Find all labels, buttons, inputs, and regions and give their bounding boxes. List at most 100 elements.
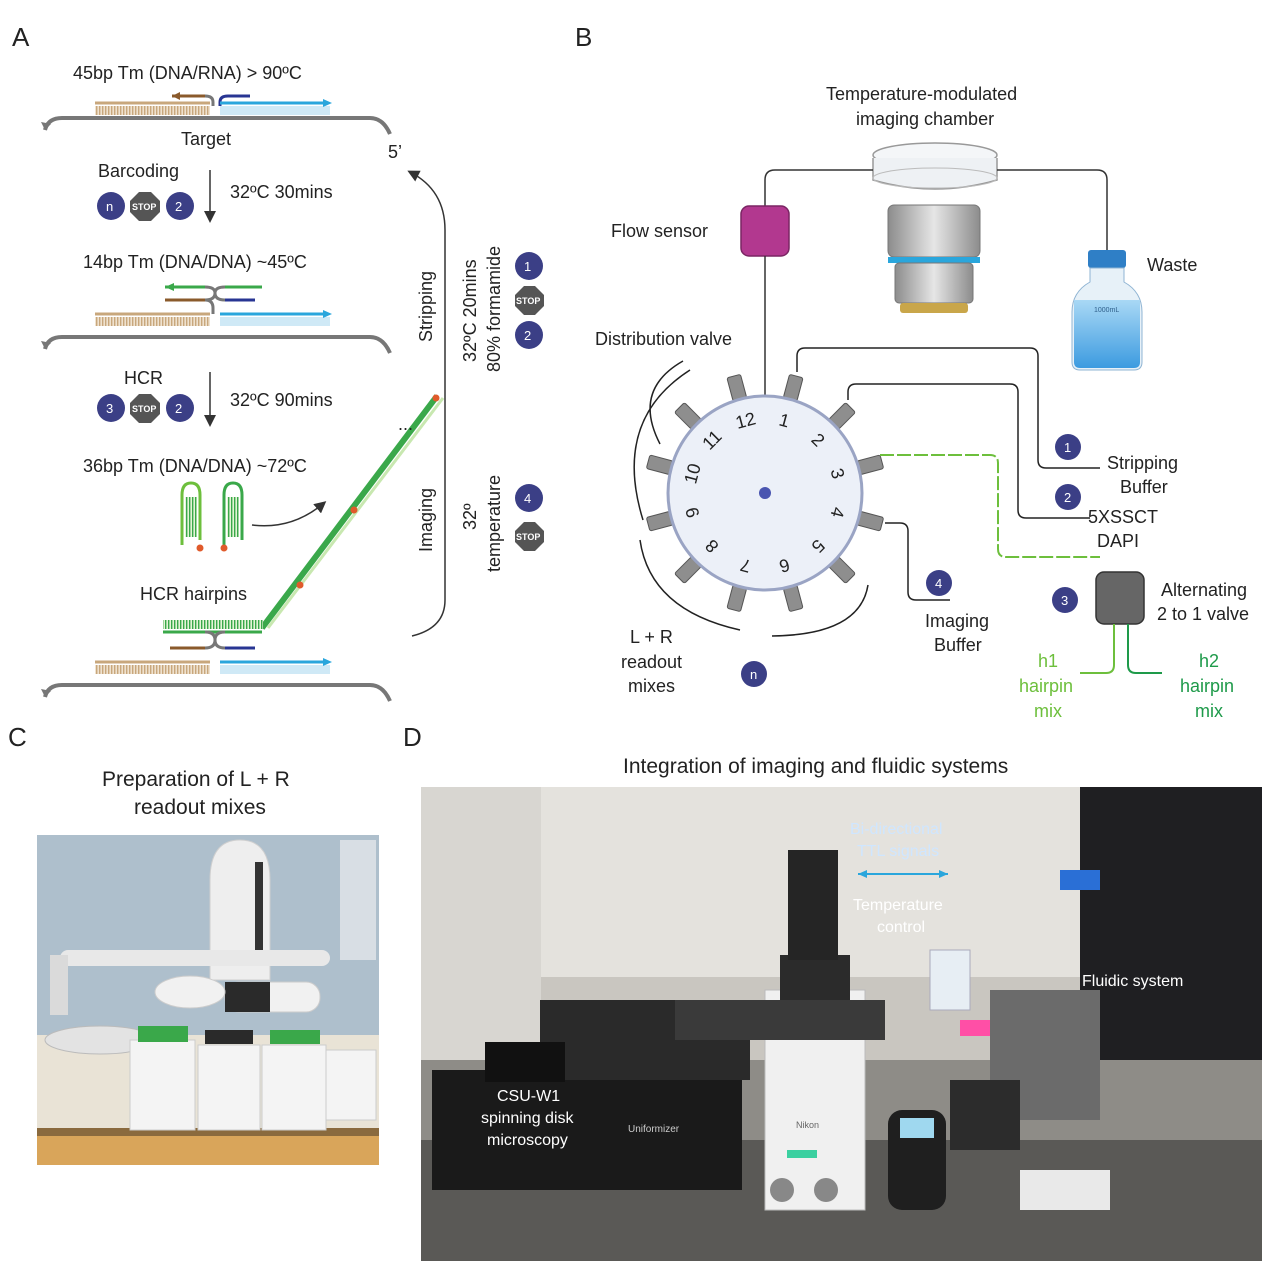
step1-condition: 32ºC 30mins <box>230 182 333 202</box>
stripping-buffer-label-2: Buffer <box>1120 477 1168 497</box>
h2-label-3: mix <box>1195 701 1223 721</box>
panel-c-title-1: Preparation of L + R <box>102 768 290 791</box>
panel-c: C Preparation of L + R readout mixes <box>8 722 379 1165</box>
barcoding-badges: n STOP 2 <box>97 192 194 221</box>
h2-label-2: hairpin <box>1180 676 1234 696</box>
temperature-label-1: Temperature <box>853 897 943 914</box>
fluidic-system-label: Fluidic system <box>1082 973 1183 990</box>
tube-chamber-waste <box>997 169 1108 250</box>
hcr-badges: 3 STOP 2 <box>97 394 194 423</box>
badge-3: 3 <box>106 401 113 416</box>
badge-2: 2 <box>524 328 531 343</box>
imaging-condition-1: 32º <box>460 503 480 530</box>
badge-4: 4 <box>524 491 531 506</box>
target-strand-3 <box>41 620 392 702</box>
lr-label-1: L + R <box>630 627 673 647</box>
badge-1: 1 <box>1064 440 1071 455</box>
h1-label-2: hairpin <box>1019 676 1073 696</box>
badge-n: n <box>106 199 113 214</box>
alternating-valve-icon <box>1095 571 1145 625</box>
stop-icon <box>515 522 544 551</box>
five-prime-label: 5’ <box>388 142 402 162</box>
imaging-buffer-label-1: Imaging <box>925 611 989 631</box>
badge-3: 3 <box>1061 593 1068 608</box>
tube-h1 <box>1080 624 1115 674</box>
ttl-label-2: TTL signals <box>857 843 939 860</box>
stop-icon <box>130 192 160 221</box>
temperature-label-2: control <box>877 919 925 936</box>
alternating-valve-label-1: Alternating <box>1161 580 1247 600</box>
flow-sensor-icon <box>740 205 790 257</box>
stop-label: STOP <box>132 404 156 414</box>
tube-port2-ssct <box>847 383 1090 519</box>
panel-letter-c: C <box>8 722 27 752</box>
waste-bottle-icon: 1000mL <box>1071 250 1143 371</box>
hcr-hairpins-label: HCR hairpins <box>140 584 247 604</box>
imaging-label: Imaging <box>416 488 436 552</box>
csu-label-3: microscopy <box>487 1132 568 1149</box>
distribution-valve-label: Distribution valve <box>595 329 732 349</box>
setup-photo <box>421 787 1262 1261</box>
tm-label-3: 36bp Tm (DNA/DNA) ~72ºC <box>83 456 307 476</box>
valve-port-label: 7 <box>738 554 753 576</box>
badge-2: 2 <box>175 401 182 416</box>
tm-label-2: 14bp Tm (DNA/DNA) ~45ºC <box>83 252 307 272</box>
badge-1: 1 <box>524 259 531 274</box>
waste-label: Waste <box>1147 255 1197 275</box>
bracket-arc-2 <box>633 369 691 521</box>
alternating-valve-label-2: 2 to 1 valve <box>1157 604 1249 624</box>
lr-label-3: mixes <box>628 676 675 696</box>
tube-port4-imaging <box>885 522 950 601</box>
csu-label-2: spinning disk <box>481 1110 575 1127</box>
hcr-hairpin-icons <box>180 481 244 552</box>
chamber-label-2: imaging chamber <box>856 109 994 129</box>
badge-2: 2 <box>175 199 182 214</box>
imaging-badges: 4 STOP <box>515 484 544 551</box>
panel-a: A 45bp Tm (DNA/RNA) > 90ºC Target 5’ Bar… <box>12 22 544 702</box>
barcoding-label: Barcoding <box>98 161 179 181</box>
imaging-condition-2: temperature <box>484 475 504 572</box>
valve-port-label: 3 <box>826 466 848 481</box>
valve-port-label: 6 <box>777 554 792 576</box>
h1-label-1: h1 <box>1038 651 1058 671</box>
cycle-arrow <box>407 170 446 637</box>
badge-n: n <box>750 667 757 682</box>
badge-2: 2 <box>1064 490 1071 505</box>
bracket-arc-3 <box>639 539 741 631</box>
h2-label-1: h2 <box>1199 651 1219 671</box>
target-strand-2 <box>41 283 392 354</box>
panel-letter-b: B <box>575 22 592 52</box>
flow-sensor-label: Flow sensor <box>611 221 708 241</box>
panel-letter-d: D <box>403 722 422 752</box>
ssct-label-1: 5XSSCT <box>1088 507 1158 527</box>
tube-h2 <box>1127 624 1162 674</box>
valve-center-icon <box>759 487 771 499</box>
target-label: Target <box>181 129 231 149</box>
stripping-buffer-label-1: Stripping <box>1107 453 1178 473</box>
target-strand-1 <box>41 92 392 135</box>
valve-port-label: 1 <box>777 410 792 432</box>
tube-port1-stripping <box>796 347 1100 469</box>
panel-d-title: Integration of imaging and fluidic syste… <box>623 755 1008 778</box>
bottle-volume-label: 1000mL <box>1094 307 1119 314</box>
step2-condition: 32ºC 90mins <box>230 390 333 410</box>
valve-port-label: 4 <box>826 505 848 520</box>
stop-icon <box>515 286 544 315</box>
imaging-buffer-label-2: Buffer <box>934 635 982 655</box>
nikon-logo-text: Nikon <box>796 1120 819 1130</box>
bracket-arc-4 <box>771 584 869 637</box>
strip-condition-2: 80% formamide <box>484 246 504 372</box>
tube-port3-hairpin <box>880 454 1100 558</box>
panel-c-title-2: readout mixes <box>134 796 266 819</box>
stripping-label: Stripping <box>416 271 436 342</box>
ssct-label-2: DAPI <box>1097 531 1139 551</box>
stop-icon <box>130 394 160 423</box>
tm-label-1: 45bp Tm (DNA/RNA) > 90ºC <box>73 63 302 83</box>
hcr-polymer: ... <box>259 394 445 630</box>
hairpin-arrow <box>251 501 327 527</box>
tube-chamber-sensor <box>764 169 873 206</box>
hcr-label: HCR <box>124 368 163 388</box>
badge-4: 4 <box>935 576 942 591</box>
